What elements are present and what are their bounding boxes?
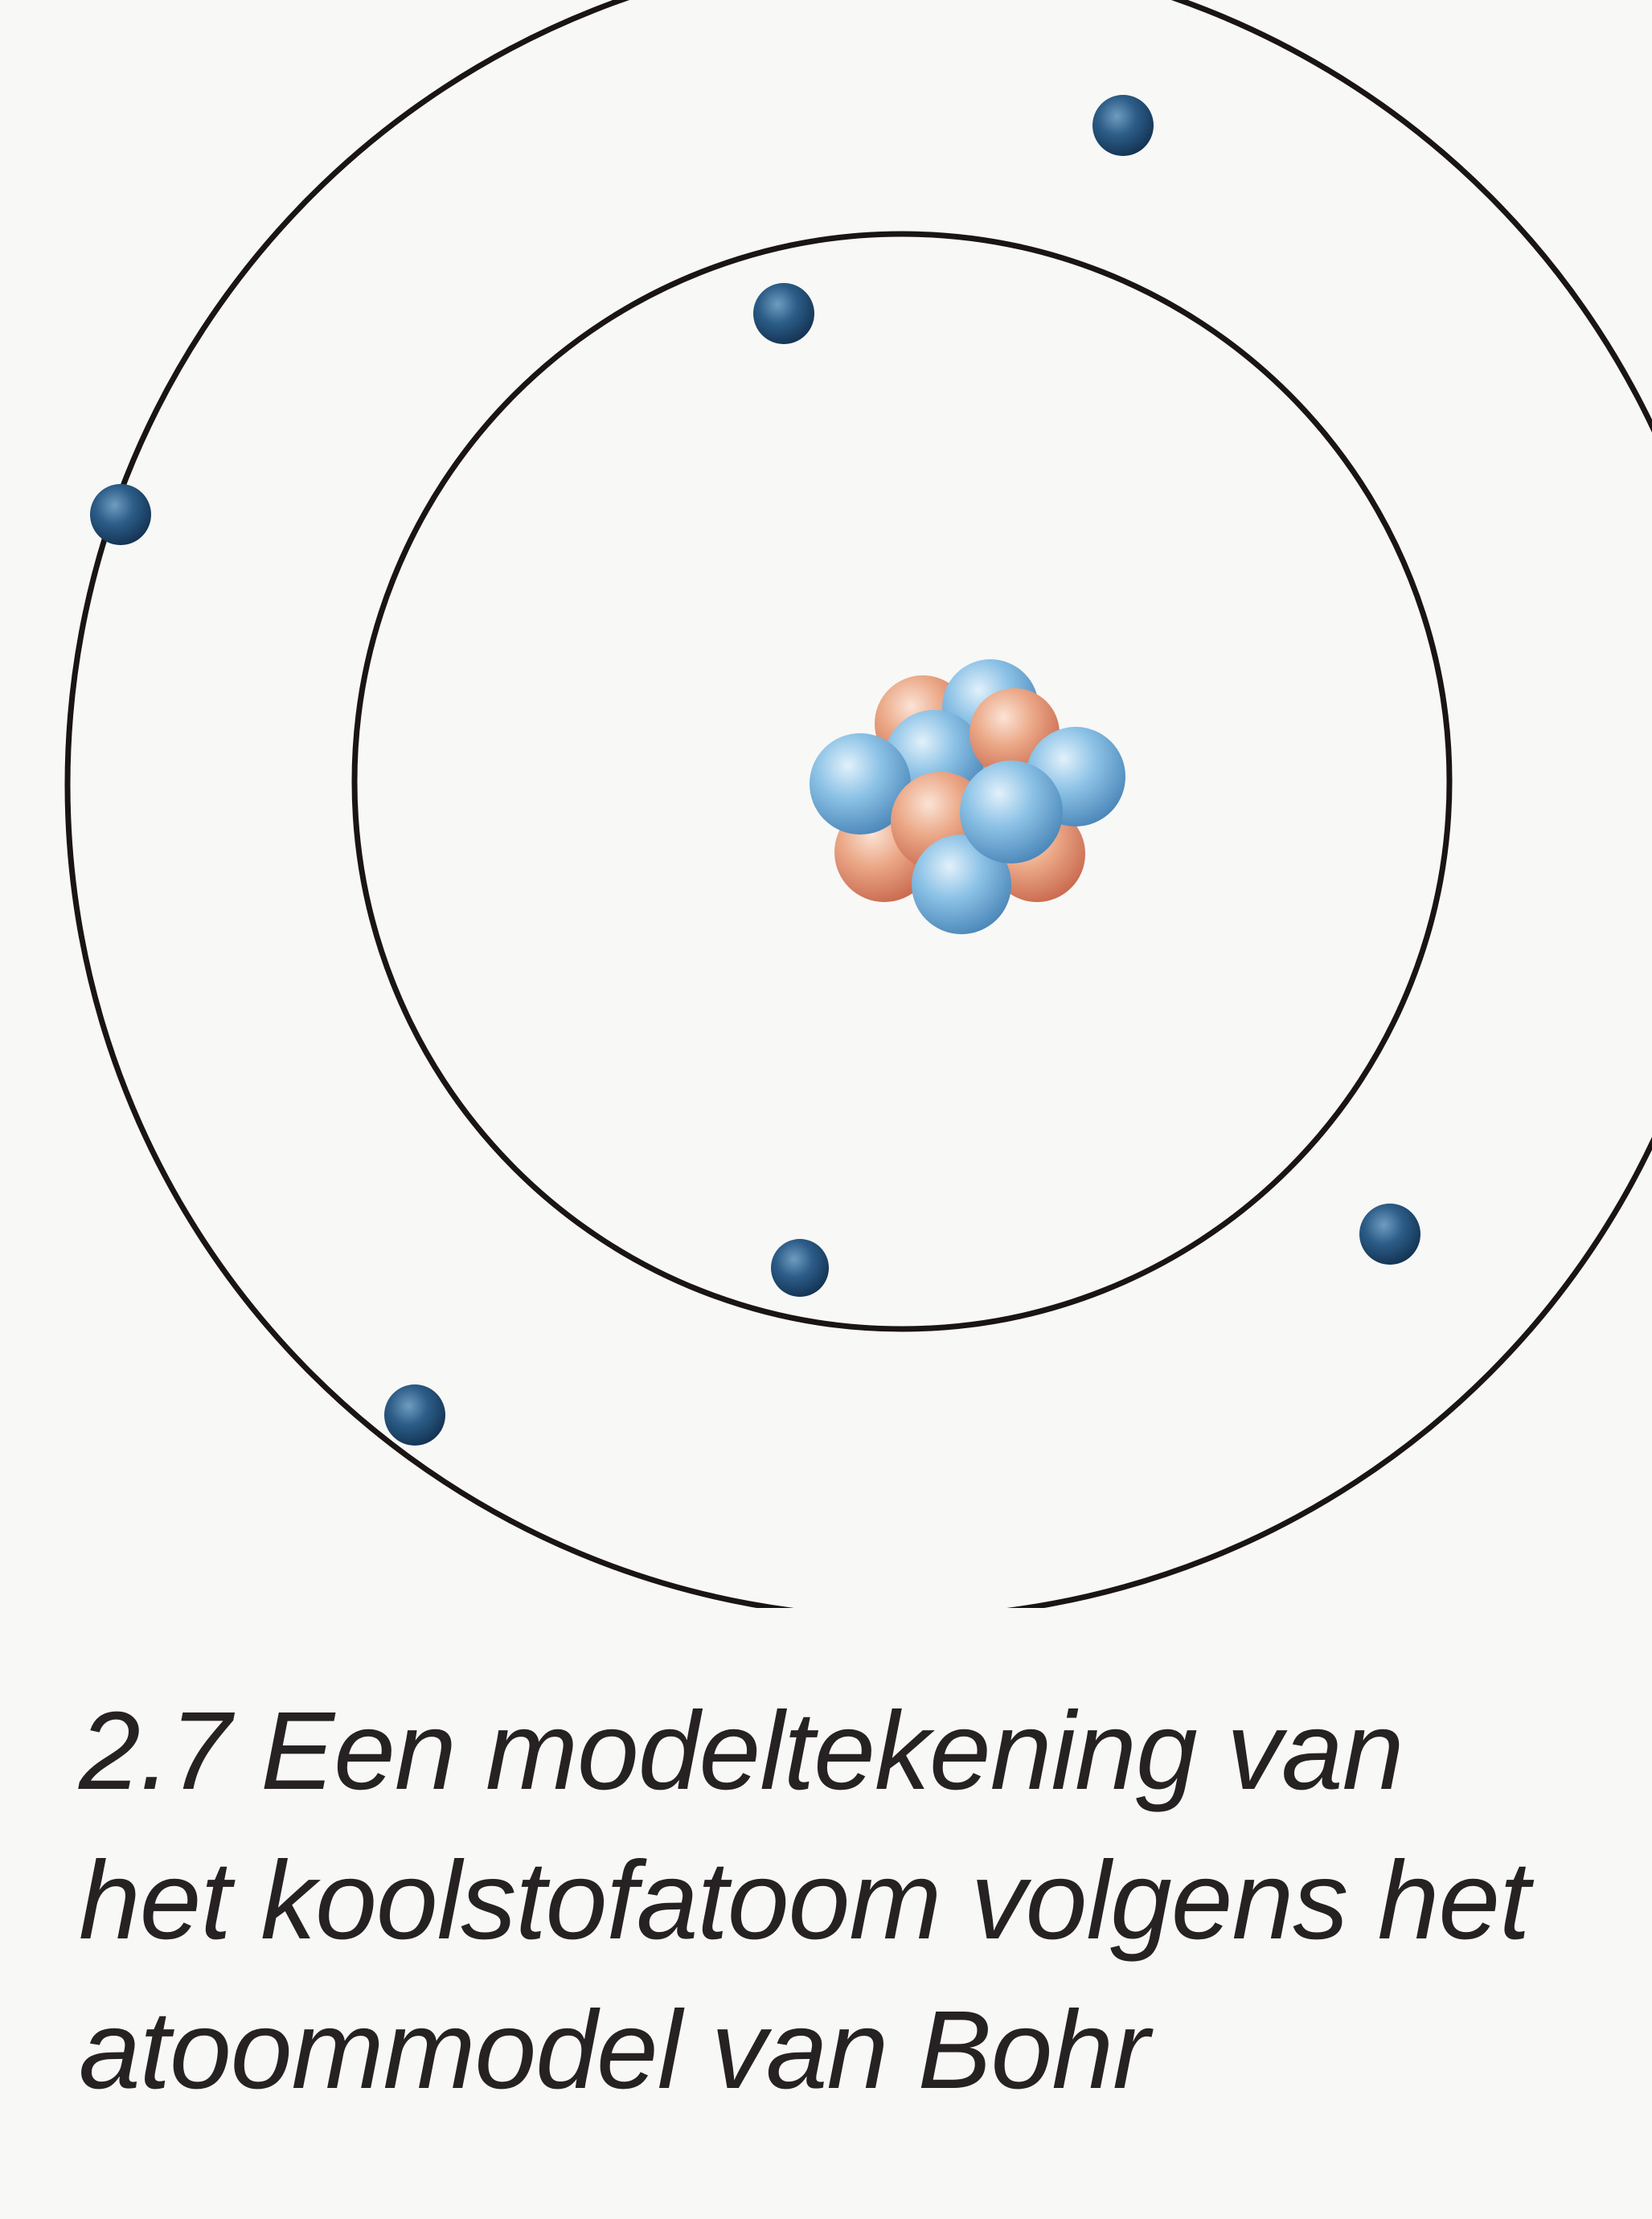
neutron: [912, 835, 1011, 934]
bohr-atom-diagram: [64, 0, 1652, 1608]
nucleus: [810, 659, 1125, 934]
electron: [1359, 1204, 1420, 1265]
neutron: [810, 733, 911, 835]
caption-line-1: 2.7 Een modeltekening van: [79, 1689, 1404, 1813]
electron: [384, 1384, 445, 1446]
figure-caption: 2.7 Een modeltekening van het koolstofat…: [79, 1676, 1606, 2125]
inner-orbit: [351, 231, 1453, 1332]
electron: [753, 283, 814, 344]
caption-line-3: atoommodel van Bohr: [79, 1988, 1150, 2112]
neutron: [960, 761, 1063, 863]
electron: [1092, 95, 1154, 156]
electron: [771, 1239, 829, 1297]
caption-line-2: het koolstofatoom volgens het: [79, 1839, 1531, 1963]
outer-orbit: [64, 0, 1652, 1608]
electrons: [90, 95, 1420, 1446]
electron: [90, 484, 151, 545]
